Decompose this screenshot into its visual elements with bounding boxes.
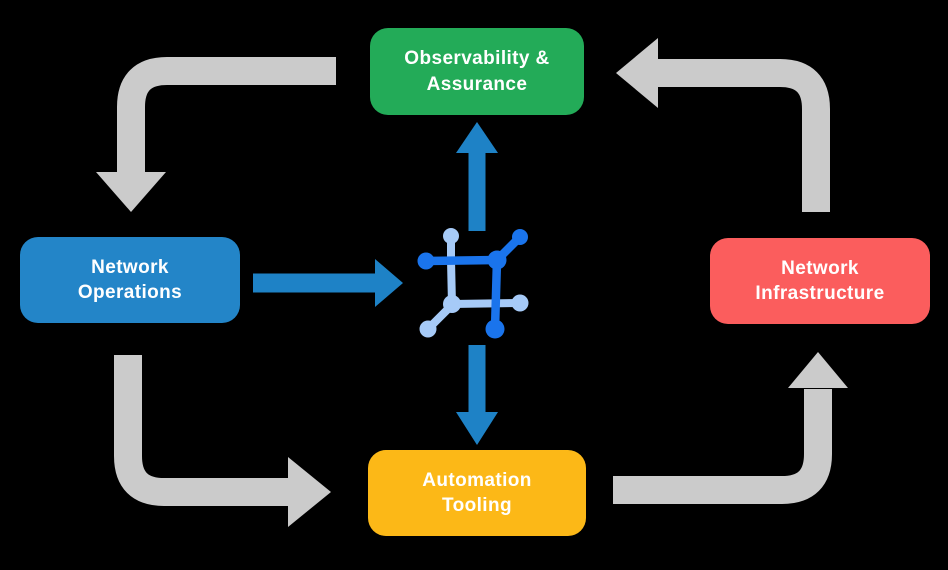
- icon-node-bottom-left-outer: [419, 320, 437, 338]
- arrow-automation-to-infrastructure: [613, 352, 848, 504]
- icon-line-diag-top-right: [492, 232, 525, 265]
- arrow-center-to-observability: [456, 122, 498, 231]
- arrow-observability-to-operations: [96, 57, 336, 212]
- arrow-shaft: [657, 59, 830, 212]
- icon-node-bottom-left-corner: [443, 295, 461, 313]
- icon-line-top-edge: [421, 255, 502, 266]
- arrow-head-left-icon: [616, 38, 658, 108]
- icon-line-right-edge: [490, 255, 502, 334]
- icon-line-bottom-edge: [448, 299, 524, 308]
- node-automation-tooling: Automation Tooling: [368, 450, 586, 536]
- icon-node-top-right-corner: [487, 250, 507, 270]
- arrow-head-down-icon: [96, 172, 166, 212]
- node-network-infrastructure: Network Infrastructure: [710, 238, 930, 324]
- icon-node-right: [511, 294, 529, 312]
- arrow-operations-to-automation: [114, 355, 331, 527]
- icon-line-left-edge: [447, 256, 456, 309]
- node-observability-assurance: Observability & Assurance: [370, 28, 584, 115]
- icon-node-top: [443, 228, 459, 244]
- arrow-operations-to-center: [253, 259, 403, 307]
- arrow-head-up-icon: [456, 122, 498, 153]
- node-label: Network Operations: [77, 256, 183, 303]
- icon-line-diag-bottom-left: [425, 301, 456, 332]
- node-label: Automation Tooling: [422, 469, 532, 516]
- arrow-shaft: [613, 389, 832, 504]
- icon-node-left: [417, 252, 435, 270]
- arrow-shaft: [114, 355, 290, 506]
- arrow-head-down-icon: [456, 412, 498, 445]
- icon-node-bottom: [485, 319, 505, 339]
- arrow-infrastructure-to-observability: [616, 38, 830, 212]
- arrow-head-right-icon: [288, 457, 331, 527]
- arrow-head-right-icon: [375, 259, 403, 307]
- arrow-shaft: [117, 57, 336, 173]
- node-network-operations: Network Operations: [20, 237, 240, 323]
- node-label: Observability & Assurance: [404, 48, 550, 95]
- network-node-icon: [417, 228, 529, 339]
- arrow-head-up-icon: [788, 352, 848, 388]
- arrow-center-to-automation: [456, 345, 498, 445]
- icon-node-top-right-outer: [512, 229, 528, 245]
- node-label: Network Infrastructure: [755, 257, 885, 304]
